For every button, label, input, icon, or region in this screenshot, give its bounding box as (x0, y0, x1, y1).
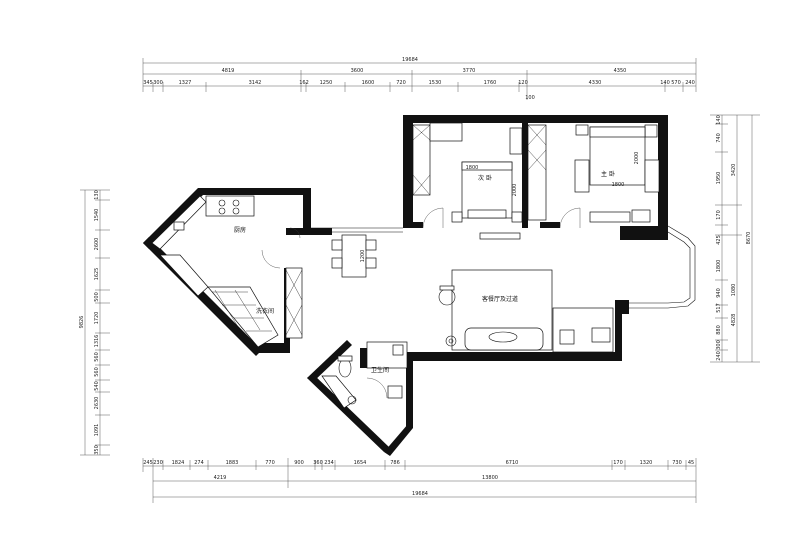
right-outer-dim: 8670 (746, 232, 752, 245)
bottom-dim: 13800 (482, 475, 498, 481)
top-dim: 1760 (484, 80, 497, 86)
top-dim: 4350 (614, 68, 627, 74)
bottom-dim: 230 (153, 460, 163, 466)
top-dim: 4330 (589, 80, 602, 86)
room-label-laundry: 洗衣间 (256, 307, 274, 315)
top-dim: 345 (143, 80, 153, 86)
left-dim: 500 (94, 292, 100, 302)
left-dim: 1316 (94, 335, 100, 348)
left-dim: 1625 (94, 268, 100, 281)
bottom-dim: 4219 (214, 475, 227, 481)
top-dim: 162 (299, 80, 309, 86)
right-dim: 425 (716, 235, 722, 245)
top-dim: 1600 (362, 80, 375, 86)
left-dim: 560 (94, 367, 100, 377)
room-label-living-room: 客餐厅及过道 (482, 295, 518, 303)
left-dim: 350 (94, 445, 100, 455)
bottom-dim: 730 (672, 460, 682, 466)
secondary-bed (461, 161, 513, 219)
left-dim: 560 (94, 352, 100, 362)
left-overall-dim: 9826 (79, 316, 85, 329)
top-dimensions: 19684 4819 3600 3770 4350 345 300 1327 3… (142, 57, 697, 101)
bottom-dim: 245 (143, 460, 153, 466)
top-dim: 3142 (249, 80, 262, 86)
right-dim: 1950 (716, 172, 722, 185)
bottom-dim: 1824 (172, 460, 185, 466)
bed-length-label: 2000 (512, 184, 518, 197)
bottom-dim: 786 (390, 460, 400, 466)
top-dim: 120 (518, 80, 528, 86)
bottom-dimensions: 245 230 1824 274 1883 770 900 360 234 16… (142, 458, 697, 503)
right-dim: 240 (716, 351, 722, 361)
bed-length-label: 2000 (634, 152, 640, 165)
bay-window (629, 225, 696, 309)
top-dim: 3600 (351, 68, 364, 74)
bottom-dim: 45 (688, 460, 694, 466)
left-dim: 1091 (94, 424, 100, 437)
top-dim: 1327 (179, 80, 192, 86)
right-dim: 140 (716, 115, 722, 125)
left-dim: 540 (94, 381, 100, 391)
bed-width-label: 1800 (466, 165, 479, 171)
top-dim: 1250 (320, 80, 333, 86)
dining-area: 1200 (331, 234, 377, 278)
left-dim: 2600 (94, 238, 100, 251)
top-dim: 1530 (429, 80, 442, 86)
top-dim: 240 (685, 80, 695, 86)
top-dim: 3770 (463, 68, 476, 74)
left-dim: 2630 (94, 397, 100, 410)
top-dim: 720 (396, 80, 406, 86)
room-label-bathroom: 卫生间 (371, 366, 389, 374)
left-dimensions: 9826 130 1540 2600 1625 500 1720 1316 56… (79, 189, 110, 456)
bottom-dim: 234 (324, 460, 334, 466)
bottom-dim: 1320 (640, 460, 653, 466)
master-bedroom: 主 卧 1800 2000 (527, 124, 660, 229)
bottom-dim: 1654 (354, 460, 367, 466)
top-dim: 4819 (222, 68, 235, 74)
bottom-dim: 900 (294, 460, 304, 466)
bottom-dim: 274 (194, 460, 204, 466)
right-dimensions: 140 740 1950 170 425 1800 940 517 880 30… (710, 114, 760, 363)
living-room: 客餐厅及过道 (438, 269, 614, 353)
bathroom: 卫生间 (321, 341, 408, 409)
room-label-kitchen: 厨房 (234, 226, 246, 234)
left-dim: 130 (94, 190, 100, 200)
bottom-dim: 1883 (226, 460, 239, 466)
table-size-label: 1200 (360, 250, 366, 263)
kitchen: 厨房 洗衣间 (151, 195, 303, 348)
right-dim: 517 (716, 303, 722, 313)
bottom-dim: 170 (613, 460, 623, 466)
secondary-bedroom: 次 卧 1800 2000 (412, 122, 523, 229)
windows (311, 227, 521, 240)
top-dim: 300 (153, 80, 163, 86)
right-dim: 1080 (731, 284, 737, 297)
top-extra-dim: 100 (525, 95, 535, 101)
right-dim: 170 (716, 210, 722, 220)
right-outer-dim: 3420 (731, 164, 737, 177)
left-dim: 1720 (94, 312, 100, 325)
top-dim: 140 (660, 80, 670, 86)
room-label-secondary-bedroom: 次 卧 (478, 174, 492, 182)
sofa (464, 327, 544, 351)
right-dim: 880 (716, 325, 722, 335)
dining-table (341, 234, 367, 278)
room-label-master-bedroom: 主 卧 (601, 170, 615, 178)
bed-width-label: 1800 (612, 182, 625, 188)
top-dim: 570 (671, 80, 681, 86)
bottom-dim: 360 (313, 460, 323, 466)
right-outer-dim: 4828 (731, 314, 737, 327)
left-dim: 1540 (94, 209, 100, 222)
right-dim: 1800 (716, 260, 722, 273)
top-overall-dim: 19684 (402, 57, 418, 63)
bottom-dim: 6710 (506, 460, 519, 466)
bottom-overall-dim: 19684 (412, 491, 428, 497)
right-dim: 940 (716, 288, 722, 298)
right-dim: 300 (716, 340, 722, 350)
right-dim: 740 (716, 133, 722, 143)
bottom-dim: 770 (265, 460, 275, 466)
